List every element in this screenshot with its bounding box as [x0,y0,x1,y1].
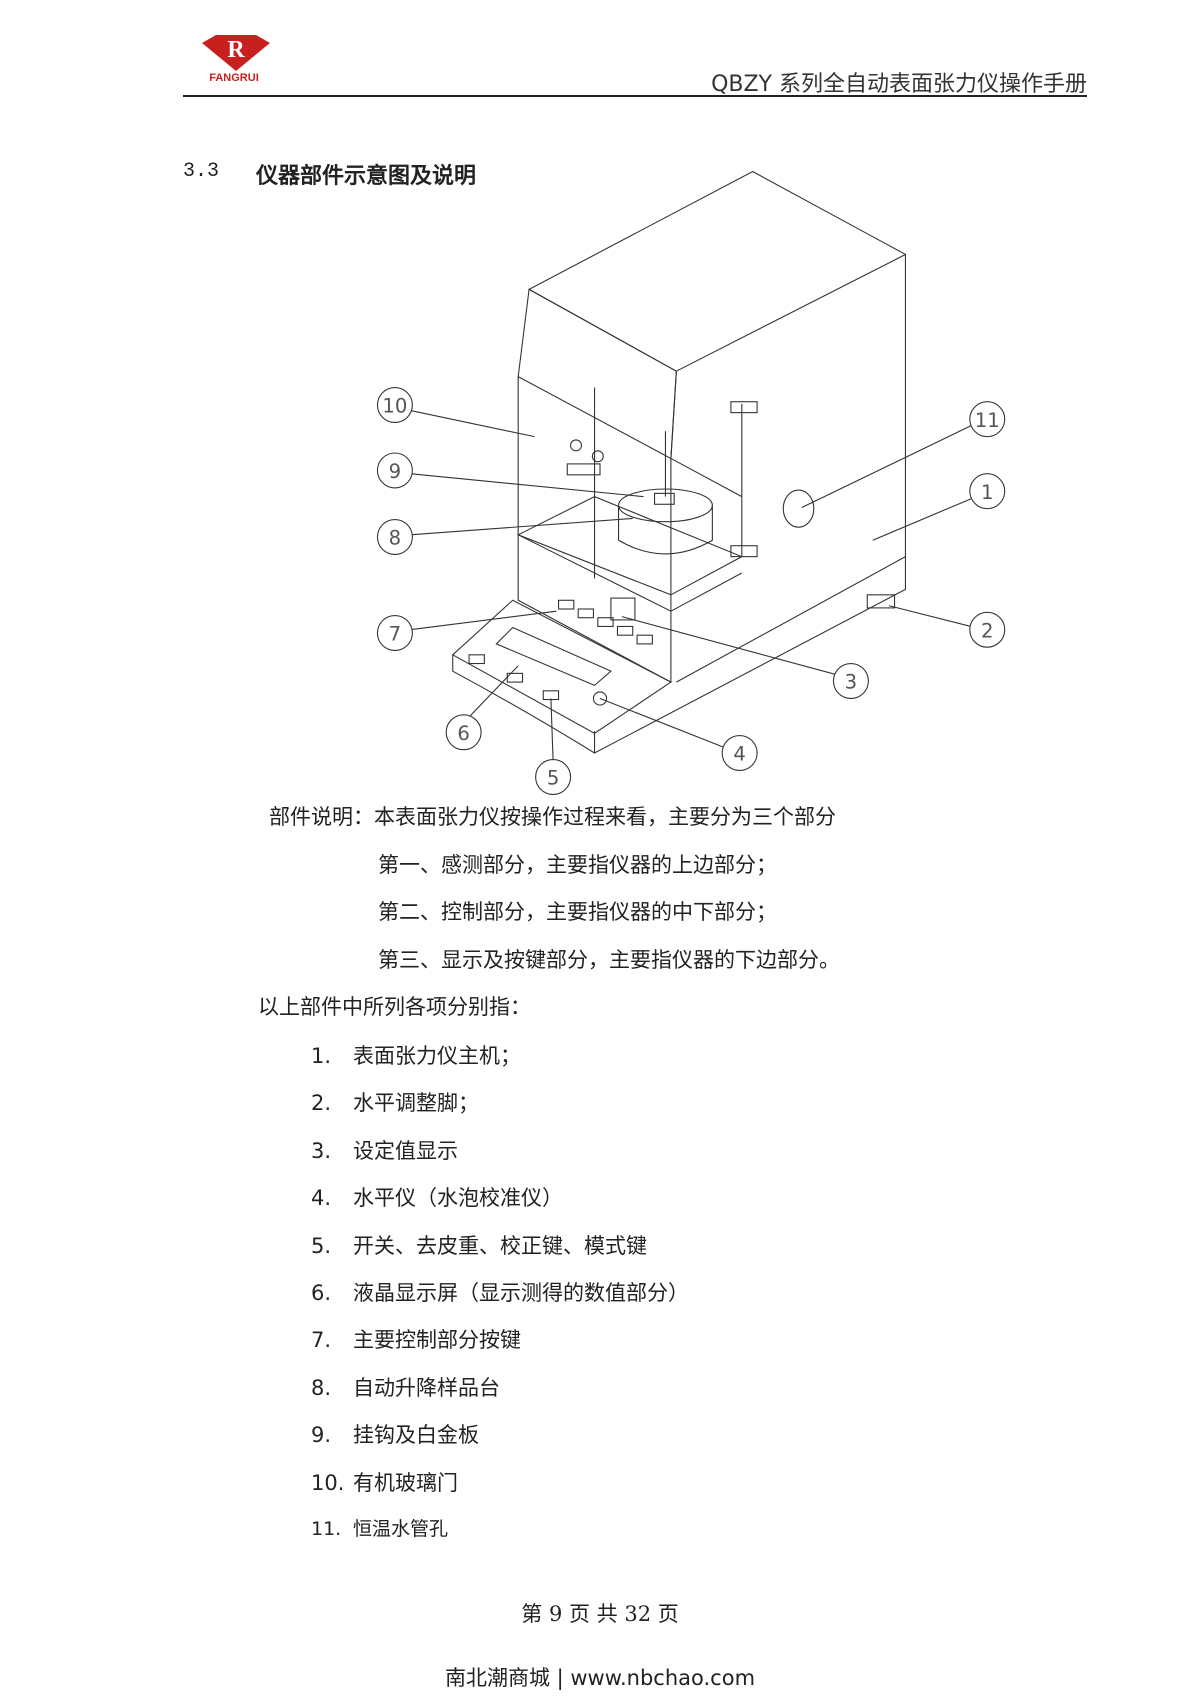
svg-text:9: 9 [389,460,402,483]
list-item: 9. 挂钩及白金板 [311,1419,479,1449]
callout-10: 10 [376,386,413,423]
list-item-number: 7. [311,1328,332,1353]
svg-text:2: 2 [981,619,994,642]
callout-3: 3 [832,662,869,699]
list-item-number: 9. [311,1423,332,1448]
list-item: 1. 表面张力仪主机； [311,1040,521,1070]
list-item-number: 2. [311,1091,332,1116]
callout-11: 11 [969,401,1006,438]
svg-text:10: 10 [382,395,407,418]
list-item-text: 开关、去皮重、校正键、模式键 [353,1233,647,1258]
svg-text:11: 11 [975,409,1000,432]
list-item-text: 水平仪（水泡校准仪） [353,1186,563,1211]
svg-text:1: 1 [981,481,994,504]
list-intro: 以上部件中所列各项分别指： [258,995,531,1019]
part-1: 第一、感测部分，主要指仪器的上边部分； [378,853,777,877]
list-item: 4. 水平仪（水泡校准仪） [311,1182,563,1212]
list-item: 3. 设定值显示 [311,1135,458,1165]
instrument-outline [451,170,907,754]
section-title: 仪器部件示意图及说明 [256,164,477,189]
part-3: 第三、显示及按键部分，主要指仪器的下边部分。 [378,948,840,972]
list-item-text: 表面张力仪主机； [353,1044,521,1068]
part-2: 第二、控制部分，主要指仪器的中下部分； [378,900,777,924]
list-item-number: 4. [311,1186,332,1211]
callout-8: 8 [376,518,413,555]
svg-text:5: 5 [547,767,560,790]
callout-9: 9 [376,452,413,489]
section-number: 3.3 [183,160,220,183]
list-item-text: 主要控制部分按键 [353,1328,521,1353]
list-item: 10. 有机玻璃门 [311,1467,458,1497]
list-item: 8. 自动升降样品台 [311,1372,500,1402]
svg-text:3: 3 [845,671,858,694]
svg-text:7: 7 [389,623,402,646]
fangrui-logo: R [196,33,276,88]
description-intro: 部件说明：本表面张力仪按操作过程来看，主要分为三个部分 [269,805,836,829]
header-title: QBZY 系列全自动表面张力仪操作手册 [711,72,1087,97]
callout-4: 4 [721,734,758,771]
callout-7: 7 [376,614,413,651]
svg-text:8: 8 [389,527,402,550]
list-item-number: 10. [311,1470,345,1495]
list-item-number: 3. [311,1138,332,1163]
logo-text: FANGRUI [209,72,259,84]
callout-1: 1 [969,473,1006,510]
list-item-text: 挂钩及白金板 [353,1423,479,1448]
leader-lines [410,409,972,761]
list-item-text: 液晶显示屏（显示测得的数值部分） [353,1281,689,1305]
header-divider [183,95,1087,97]
svg-text:4: 4 [733,743,746,766]
list-item-text: 有机玻璃门 [353,1470,458,1495]
svg-text:R: R [227,37,245,63]
list-item-number: 8. [311,1375,332,1400]
list-item-text: 水平调整脚； [353,1091,479,1116]
page-number: 第 9 页 共 32 页 [521,1602,679,1626]
callout-5: 5 [535,758,572,795]
list-item-number: 1. [311,1044,332,1068]
list-item-number: 6. [311,1281,332,1305]
list-item: 6. 液晶显示屏（显示测得的数值部分） [311,1277,689,1307]
list-item: 2. 水平调整脚； [311,1087,479,1117]
list-item-text: 恒温水管孔 [353,1518,449,1540]
list-item: 11. 恒温水管孔 [311,1514,448,1541]
list-item-text: 自动升降样品台 [353,1375,500,1400]
list-item-number: 11. [311,1518,342,1540]
callout-6: 6 [445,714,482,751]
svg-text:6: 6 [457,722,470,745]
site-footer: 南北潮商城 | www.nbchao.com [444,1666,756,1690]
callout-2: 2 [969,611,1006,648]
list-item-text: 设定值显示 [353,1138,458,1163]
list-item: 5. 开关、去皮重、校正键、模式键 [311,1230,647,1260]
list-item: 7. 主要控制部分按键 [311,1324,521,1354]
callout-markers: 10 9 8 7 6 5 4 3 2 1 11 [376,386,1006,795]
list-item-number: 5. [311,1233,332,1258]
